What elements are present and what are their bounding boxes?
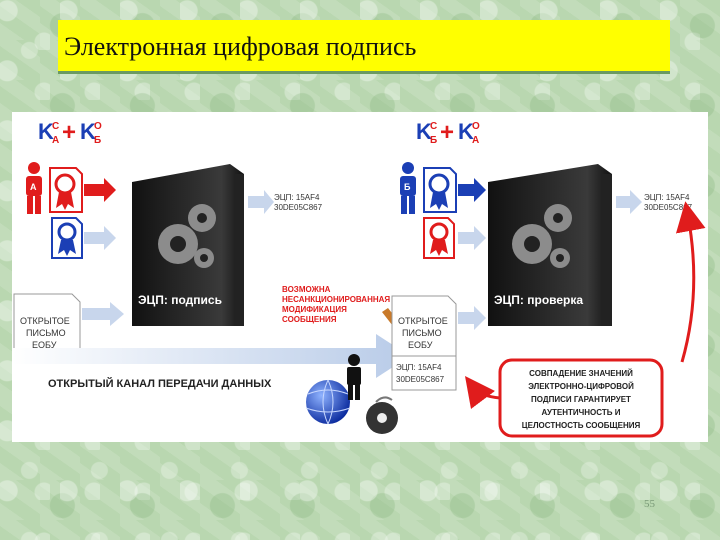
page-number: 55 [644,498,655,510]
sign-box-label: ЭЦП: подпись [138,293,222,307]
formula-right-k1: K [416,119,432,144]
formula-left-plus: + [62,119,76,146]
arrow-doc-to-box [82,302,124,326]
person-b-icon: Б [400,162,416,214]
person-a-icon: А [26,162,42,214]
warning-note-line4: СООБЩЕНИЯ [282,315,337,324]
signature-out-left-line2: 30DE05C867 [274,203,323,212]
document-right-line2: ПИСЬМО [402,328,442,338]
arrow-box-to-signature [248,190,274,214]
signature-out-right-line2: 30DE05C867 [644,203,693,212]
result-note-line1: СОВПАДЕНИЕ ЗНАЧЕНИЙ [529,369,633,378]
formula-left-k1: K [38,119,54,144]
document-right-line4: ЭЦП: 15AF4 [396,363,442,372]
gears-left-icon [158,204,216,268]
ecp-diagram-svg: K С А + K О Б А ЭЦП: по [12,119,706,438]
formula-left-k1-sup: С [52,121,59,132]
warning-note: ВОЗМОЖНА НЕСАНКЦИОНИРОВАННАЯ МОДИФИКАЦИЯ… [282,285,390,324]
signature-out-left: ЭЦП: 15AF4 30DE05C867 [274,193,323,212]
document-right-line5: 30DE05C867 [396,375,445,384]
match-arrows [464,201,706,410]
result-note-line5: ЦЕЛОСТНОСТЬ СООБЩЕНИЯ [522,421,641,430]
result-note-line4: АУТЕНТИЧНОСТЬ И [542,408,621,417]
formula-left-k2: K [80,119,96,144]
formula-right-k2-sub: А [472,135,479,146]
gears-right-icon [512,204,572,268]
warning-note-line3: МОДИФИКАЦИЯ [282,305,347,314]
open-channel-arrow: ОТКРЫТЫЙ КАНАЛ ПЕРЕДАЧИ ДАННЫХ [12,334,410,390]
formula-right-k2-sup: О [472,121,480,132]
ecp-diagram: K С А + K О Б А ЭЦП: по [12,112,708,442]
arrow-doc-to-verify [458,306,486,330]
formula-right-k2: K [458,119,474,144]
arrow-b-to-box [458,178,486,202]
person-a-label: А [30,182,37,192]
warning-note-line2: НЕСАНКЦИОНИРОВАННАЯ [282,295,390,304]
document-right-line1: ОТКРЫТОЕ [398,316,448,326]
formula-right-k1-sup: С [430,121,437,132]
verify-box: ЭЦП: проверка [488,164,612,326]
signature-out-right: ЭЦП: 15AF4 30DE05C867 [644,193,693,212]
slide-title: Электронная цифровая подпись [64,32,417,61]
arrow-seal-to-verify [458,226,486,250]
intruder-icon [347,354,361,400]
formula-left: K С А + K О Б [38,119,102,146]
title-box: Электронная цифровая подпись [58,20,670,74]
formula-right-k1-sub: Б [430,135,437,146]
public-seal-a-icon [423,217,455,259]
formula-right: K С Б + K О А [416,119,480,146]
formula-right-plus: + [440,119,454,146]
formula-left-k2-sub: Б [94,135,101,146]
formula-left-k2-sup: О [94,121,102,132]
formula-left-k1-sub: А [52,135,59,146]
result-note-line3: ПОДПИСИ ГАРАНТИРУЕТ [531,395,631,404]
open-channel-label: ОТКРЫТЫЙ КАНАЛ ПЕРЕДАЧИ ДАННЫХ [48,377,272,390]
arrow-a-to-box [84,178,116,202]
result-note-line2: ЭЛЕКТРОННО-ЦИФРОВОЙ [528,382,634,391]
warning-note-line1: ВОЗМОЖНА [282,285,331,294]
document-left-line2: ПИСЬМО [26,328,66,338]
document-left-line3: ЕОБУ [32,340,57,350]
signature-out-right-line1: ЭЦП: 15AF4 [644,193,690,202]
arrow-verify-to-signature [616,190,642,214]
private-seal-a-icon [49,167,83,213]
document-right: ОТКРЫТОЕ ПИСЬМО ЕОБУ ЭЦП: 15AF4 30DE05C8… [391,295,457,391]
private-seal-b-icon [423,167,457,213]
bomb-icon [366,396,398,434]
sign-box: ЭЦП: подпись [132,164,244,326]
document-left-line1: ОТКРЫТОЕ [20,316,70,326]
signature-out-left-line1: ЭЦП: 15AF4 [274,193,320,202]
arrow-seal-to-box [84,226,116,250]
document-right-line3: ЕОБУ [408,340,433,350]
globe-icon [305,379,351,425]
result-note: СОВПАДЕНИЕ ЗНАЧЕНИЙ ЭЛЕКТРОННО-ЦИФРОВОЙ … [498,358,664,438]
person-b-label: Б [404,182,411,192]
verify-box-label: ЭЦП: проверка [494,293,583,307]
public-seal-b-icon [51,217,83,259]
